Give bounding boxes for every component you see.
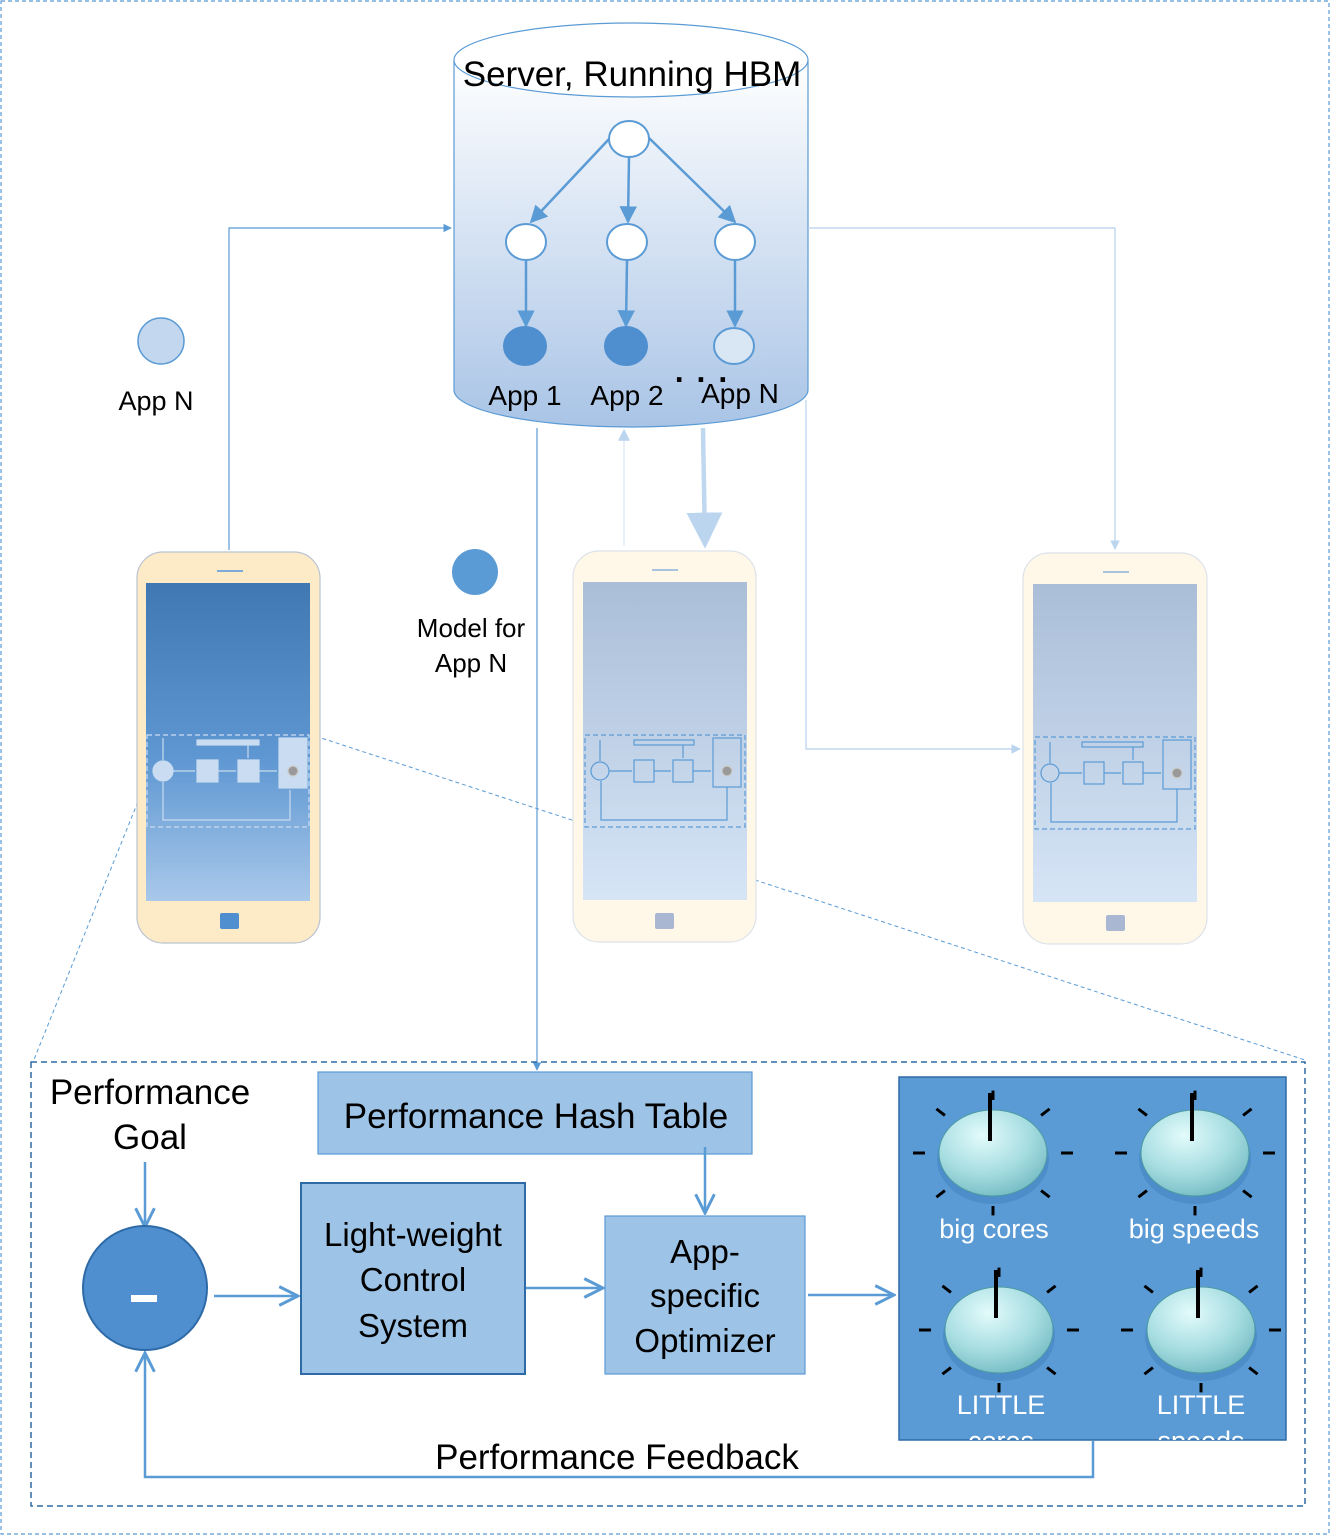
knob-label-little-cores-1: LITTLE bbox=[957, 1390, 1046, 1420]
tree-node bbox=[714, 223, 756, 261]
phone-middle bbox=[572, 550, 757, 943]
comparator bbox=[82, 1225, 208, 1351]
optimizer-box bbox=[604, 1215, 806, 1375]
knob-tick bbox=[1143, 1366, 1154, 1376]
phone-middle-mini-loop bbox=[590, 737, 742, 821]
goal-line1: Performance bbox=[50, 1073, 250, 1112]
knob-body bbox=[938, 1109, 1048, 1197]
knob-label-big-cores: big cores bbox=[939, 1214, 1049, 1244]
knob-body bbox=[1146, 1286, 1256, 1374]
phone-left bbox=[136, 551, 321, 944]
legend-app-label: App N bbox=[118, 386, 193, 416]
knob-tick bbox=[1248, 1284, 1259, 1294]
appN-model-node bbox=[713, 327, 755, 365]
knob-tick bbox=[941, 1284, 952, 1294]
tree-node bbox=[606, 223, 648, 261]
home-button bbox=[1106, 915, 1125, 931]
phone-left-mini-loop bbox=[152, 737, 308, 821]
knob-tick bbox=[935, 1189, 946, 1199]
legend-app-node bbox=[137, 317, 185, 365]
tree-root-node bbox=[608, 120, 650, 158]
control-system-line1: Light-weight bbox=[324, 1216, 502, 1253]
knob-body bbox=[944, 1286, 1054, 1374]
appN-label: App N bbox=[701, 378, 779, 409]
knob-label-little-speeds-2: speeds bbox=[1157, 1426, 1244, 1456]
control-system-box bbox=[300, 1182, 526, 1375]
app2-model-node bbox=[604, 326, 648, 366]
phone-left-inset bbox=[146, 734, 310, 828]
knob-label-little-cores-2: cores bbox=[968, 1426, 1034, 1456]
phone-middle-inset bbox=[584, 734, 746, 828]
knob-tick bbox=[1242, 1107, 1253, 1117]
knob-label-big-speeds: big speeds bbox=[1129, 1214, 1260, 1244]
control-system-line3: System bbox=[358, 1307, 468, 1344]
download-connector-inset bbox=[805, 400, 1021, 754]
control-system-line2: Control bbox=[360, 1261, 466, 1298]
knob-tick bbox=[1137, 1107, 1148, 1117]
app1-label: App 1 bbox=[488, 380, 561, 411]
app2-label: App 2 bbox=[590, 380, 663, 411]
knob-tick bbox=[1143, 1284, 1154, 1294]
app1-model-node bbox=[503, 326, 547, 366]
download-connector-middle bbox=[686, 427, 723, 549]
knob-label-little-speeds-1: LITTLE bbox=[1157, 1390, 1246, 1420]
legend-model-line2: App N bbox=[435, 648, 507, 678]
big-cores-knob-icon bbox=[913, 1090, 1073, 1216]
knob-tick bbox=[941, 1366, 952, 1376]
home-button bbox=[655, 913, 674, 929]
knob-group bbox=[913, 1090, 1281, 1393]
control-loop-frame bbox=[30, 1061, 1306, 1507]
knob-tick bbox=[1248, 1366, 1259, 1376]
minus-icon bbox=[131, 1295, 157, 1302]
phone-right-mini-loop bbox=[1040, 739, 1192, 823]
knob-tick bbox=[1040, 1107, 1051, 1117]
hbm-tree bbox=[517, 137, 744, 328]
knob-tick bbox=[1137, 1189, 1148, 1199]
tree-node bbox=[505, 223, 547, 261]
upload-connector bbox=[228, 223, 452, 550]
knob-tick bbox=[935, 1107, 946, 1117]
little-cores-knob-icon bbox=[919, 1267, 1079, 1393]
goal-line2: Goal bbox=[113, 1118, 187, 1157]
hash-table-box bbox=[317, 1071, 753, 1155]
knob-tick bbox=[1040, 1189, 1051, 1199]
optimizer-line3: Optimizer bbox=[634, 1322, 775, 1359]
knob-tick bbox=[1046, 1284, 1057, 1294]
little-speeds-knob-icon bbox=[1121, 1267, 1281, 1393]
server-title: Server, Running HBM bbox=[463, 55, 801, 94]
legend-model-line1: Model for bbox=[417, 613, 526, 643]
home-button bbox=[220, 913, 239, 929]
knob-body bbox=[1140, 1109, 1250, 1197]
feedback-label: Performance Feedback bbox=[435, 1438, 799, 1477]
optimizer-line2: specific bbox=[650, 1277, 760, 1314]
hash-table-label: Performance Hash Table bbox=[344, 1097, 729, 1136]
knob-tick bbox=[1046, 1366, 1057, 1376]
download-connector-right bbox=[808, 227, 1120, 550]
phone-right bbox=[1022, 552, 1208, 945]
optimizer-line1: App- bbox=[670, 1233, 740, 1270]
feedback-path bbox=[145, 1353, 1095, 1479]
knob-tick bbox=[1242, 1189, 1253, 1199]
phone-right-inset bbox=[1034, 736, 1196, 830]
ellipsis: . . . bbox=[675, 353, 729, 389]
big-speeds-knob-icon bbox=[1115, 1090, 1275, 1216]
legend-model-node bbox=[452, 549, 498, 595]
